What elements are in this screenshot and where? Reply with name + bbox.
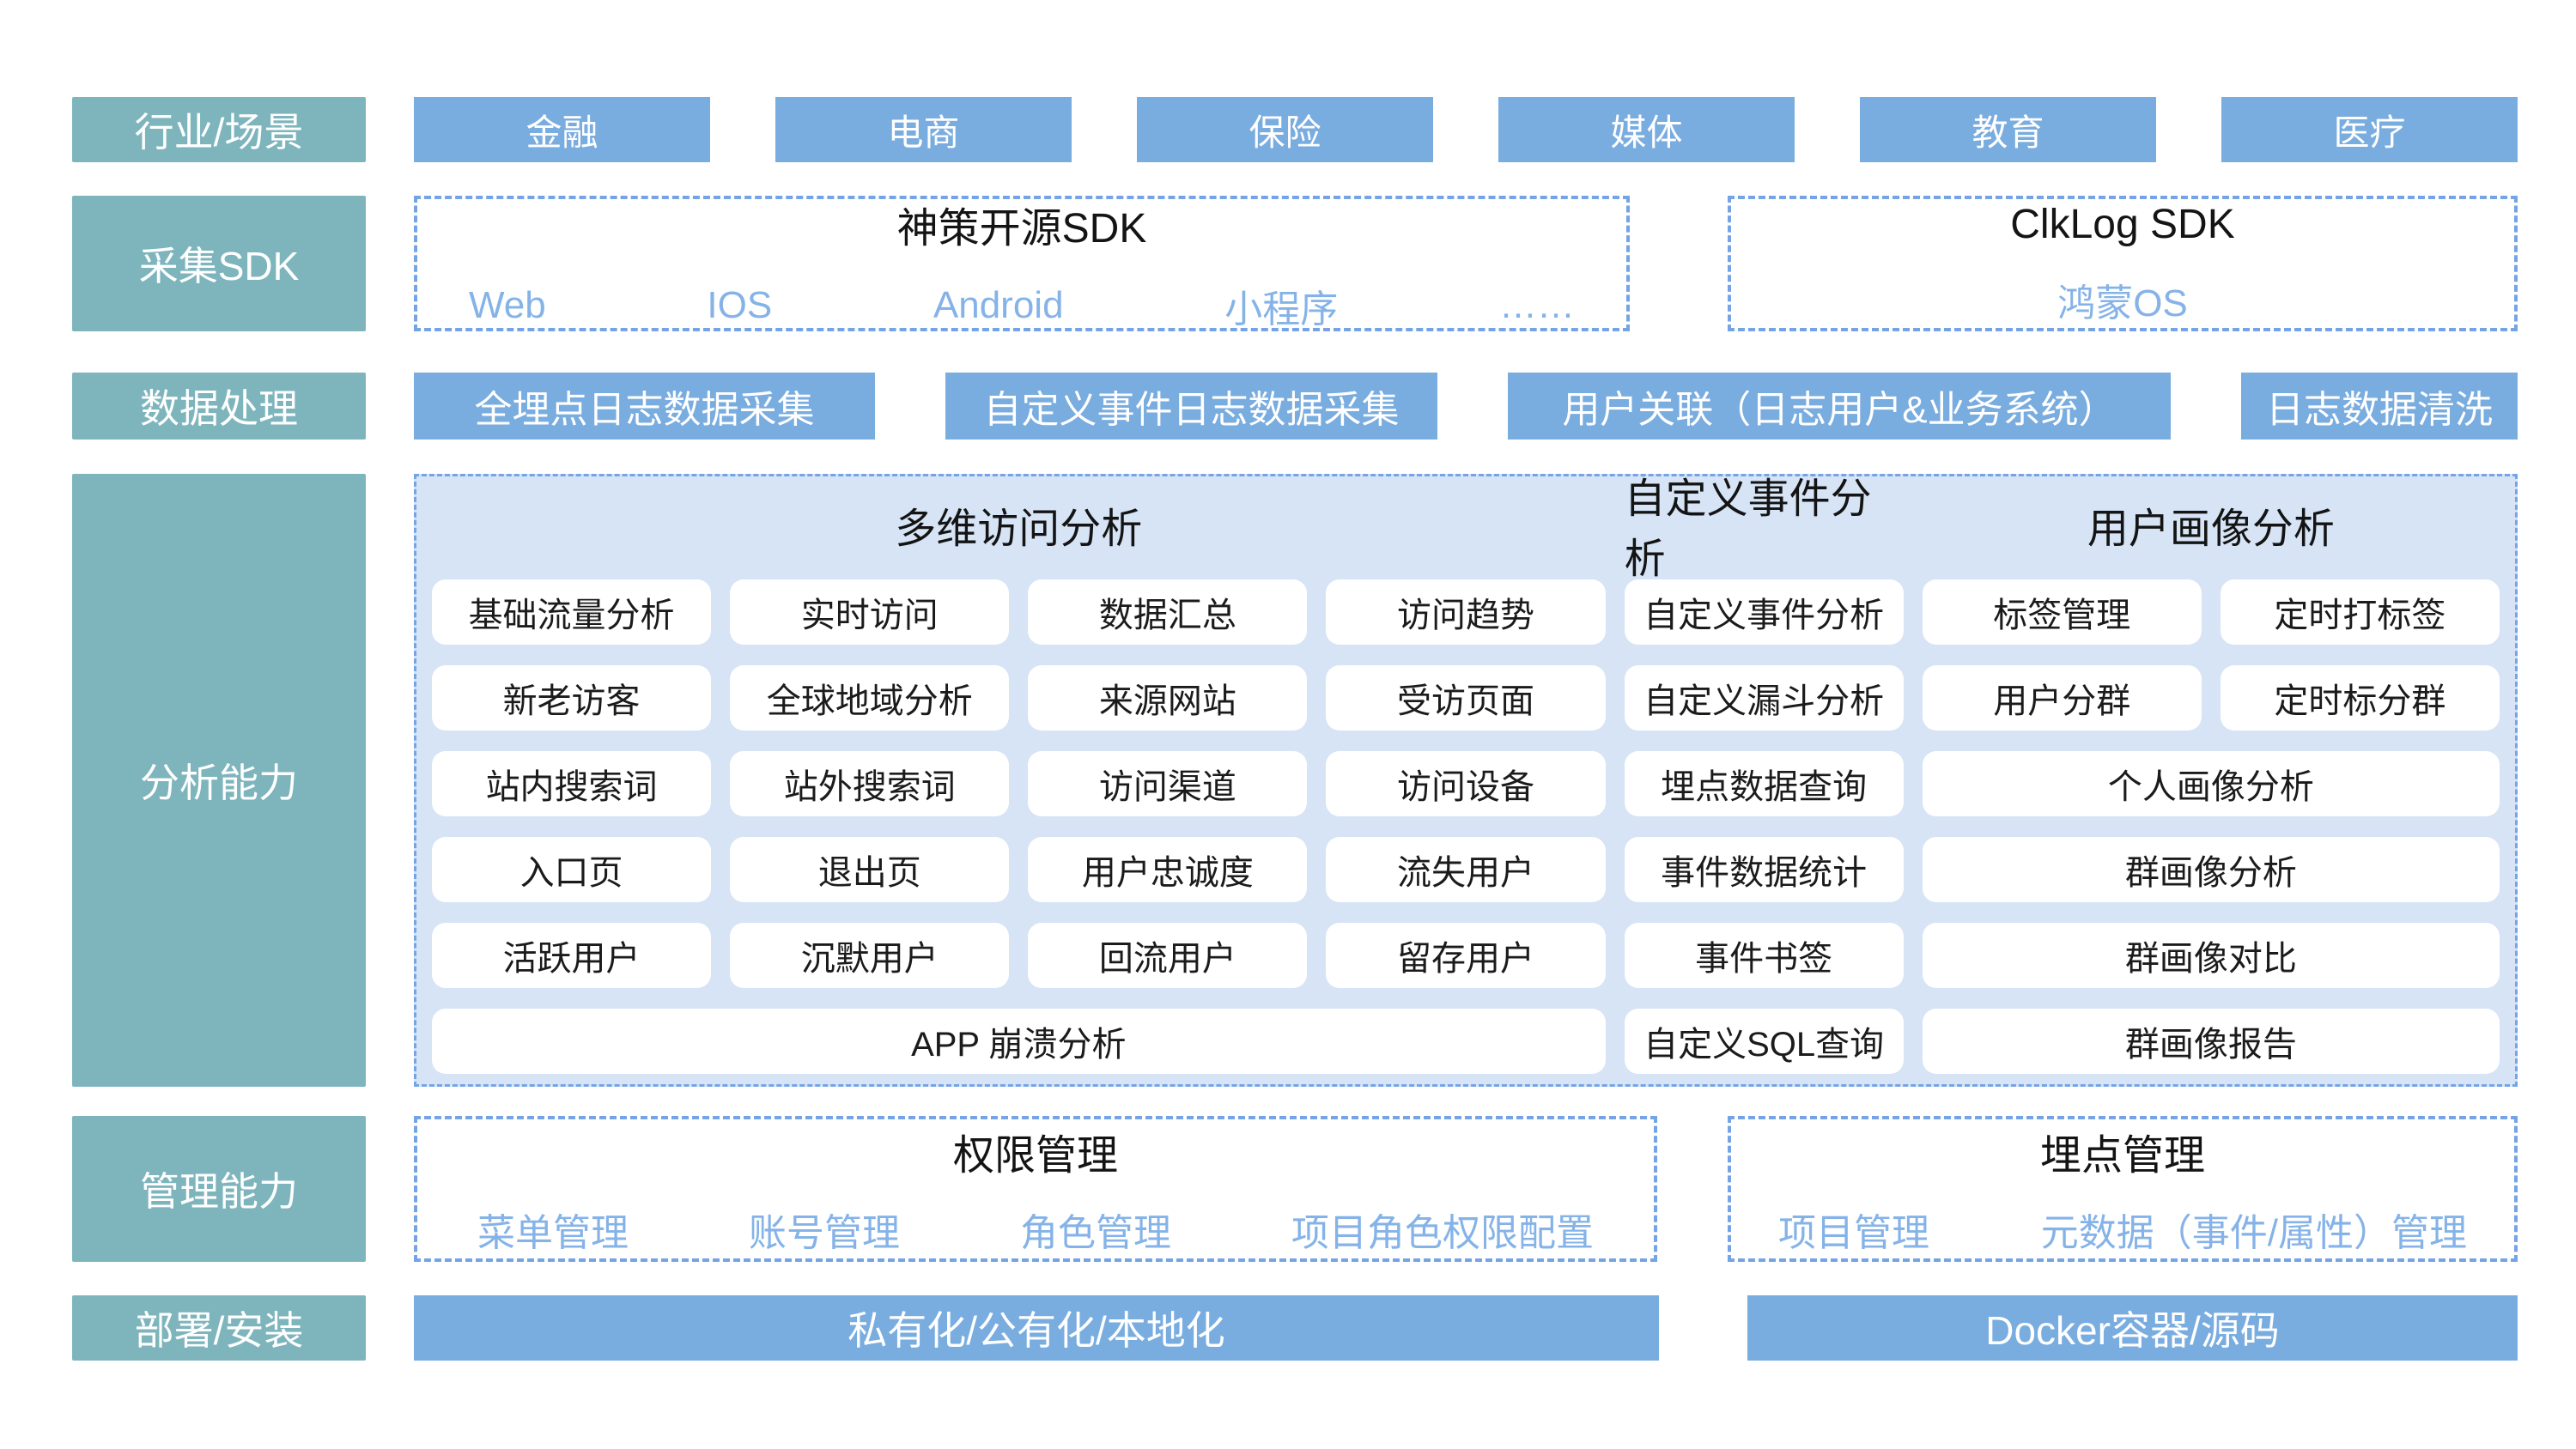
analysis-cell: 访问趋势 xyxy=(1326,579,1606,645)
sdk-platform-list: 鸿蒙OS xyxy=(1731,272,2514,327)
analysis-cell: 访问设备 xyxy=(1326,751,1606,816)
analysis-cell: 受访页面 xyxy=(1326,665,1606,731)
analysis-cell: 埋点数据查询 xyxy=(1624,751,1904,816)
sdk-platform: Web xyxy=(469,284,546,326)
management-item-list: 项目管理 元数据（事件/属性）管理 xyxy=(1731,1202,2514,1257)
processing-box: 日志数据清洗 xyxy=(2241,373,2518,440)
rail-label-analysis: 分析能力 xyxy=(72,474,366,1087)
sdk-platform: Android xyxy=(933,284,1064,326)
analysis-cell: 沉默用户 xyxy=(730,923,1010,988)
analysis-cell: 群画像报告 xyxy=(1922,1009,2500,1074)
deployment-row: 私有化/公有化/本地化 Docker容器/源码 xyxy=(414,1295,2518,1361)
management-item: 角色管理 xyxy=(1020,1212,1171,1254)
industry-box: 金融 xyxy=(414,97,710,162)
analysis-cell: 自定义漏斗分析 xyxy=(1624,665,1904,731)
industry-box: 医疗 xyxy=(2221,97,2518,162)
analysis-panel: 多维访问分析 自定义事件分析 用户画像分析 基础流量分析 实时访问 数据汇总 访… xyxy=(414,474,2518,1087)
sdk-platform: 鸿蒙OS xyxy=(2057,282,2188,324)
management-item: 元数据（事件/属性）管理 xyxy=(2040,1212,2467,1254)
sdk-platform: IOS xyxy=(707,284,773,326)
industry-box: 媒体 xyxy=(1498,97,1795,162)
management-box-title: 埋点管理 xyxy=(2039,1133,2205,1179)
analysis-section-header: 多维访问分析 xyxy=(895,506,1143,552)
management-item: 项目角色权限配置 xyxy=(1291,1212,1594,1254)
analysis-cell: 站内搜索词 xyxy=(432,751,712,816)
industry-box: 电商 xyxy=(775,97,1072,162)
analysis-section-header: 自定义事件分析 xyxy=(1624,476,1872,582)
analysis-grid: 多维访问分析 自定义事件分析 用户画像分析 基础流量分析 实时访问 数据汇总 访… xyxy=(432,476,2500,1074)
analysis-cell: 新老访客 xyxy=(432,665,712,731)
management-box-title: 权限管理 xyxy=(952,1133,1118,1179)
sdk-box-title: ClkLog SDK xyxy=(2010,201,2235,247)
analysis-cell: 退出页 xyxy=(730,837,1010,902)
analysis-cell: 实时访问 xyxy=(730,579,1010,645)
analysis-cell: 群画像分析 xyxy=(1922,837,2500,902)
analysis-cell: 数据汇总 xyxy=(1028,579,1308,645)
analysis-cell: 回流用户 xyxy=(1028,923,1308,988)
analysis-cell: 自定义SQL查询 xyxy=(1624,1009,1904,1074)
processing-box: 全埋点日志数据采集 xyxy=(414,373,875,440)
analysis-cell: 来源网站 xyxy=(1028,665,1308,731)
rail-label-management: 管理能力 xyxy=(72,1116,366,1262)
analysis-cell: 访问渠道 xyxy=(1028,751,1308,816)
industry-row: 金融 电商 保险 媒体 教育 医疗 xyxy=(414,97,2518,162)
analysis-cell: 留存用户 xyxy=(1326,923,1606,988)
processing-box: 用户关联（日志用户&业务系统） xyxy=(1508,373,2171,440)
deployment-box: 私有化/公有化/本地化 xyxy=(414,1295,1659,1361)
analysis-cell: 活跃用户 xyxy=(432,923,712,988)
sdk-platform: …… xyxy=(1498,284,1575,326)
industry-box: 教育 xyxy=(1860,97,2156,162)
analysis-cell: 定时打标签 xyxy=(2220,579,2500,645)
analysis-cell: 全球地域分析 xyxy=(730,665,1010,731)
processing-row: 全埋点日志数据采集 自定义事件日志数据采集 用户关联（日志用户&业务系统） 日志… xyxy=(414,373,2518,440)
management-row: 权限管理 菜单管理 账号管理 角色管理 项目角色权限配置 埋点管理 项目管理 元… xyxy=(414,1116,2518,1262)
rail-label-deployment: 部署/安装 xyxy=(72,1295,366,1361)
analysis-cell: 基础流量分析 xyxy=(432,579,712,645)
processing-box: 自定义事件日志数据采集 xyxy=(945,373,1437,440)
rail-label-processing: 数据处理 xyxy=(72,373,366,440)
rail-label-industry: 行业/场景 xyxy=(72,97,366,162)
sdk-box-clklog: ClkLog SDK 鸿蒙OS xyxy=(1728,196,2518,331)
sdk-platform-list: Web IOS Android 小程序 …… xyxy=(417,278,1626,333)
deployment-box: Docker容器/源码 xyxy=(1747,1295,2518,1361)
analysis-cell: 入口页 xyxy=(432,837,712,902)
analysis-cell: 事件书签 xyxy=(1624,923,1904,988)
analysis-cell: 事件数据统计 xyxy=(1624,837,1904,902)
management-item: 菜单管理 xyxy=(477,1212,629,1254)
analysis-cell: 站外搜索词 xyxy=(730,751,1010,816)
management-item-list: 菜单管理 账号管理 角色管理 项目角色权限配置 xyxy=(417,1202,1654,1257)
analysis-cell: 个人画像分析 xyxy=(1922,751,2500,816)
analysis-cell: 用户分群 xyxy=(1922,665,2202,731)
sdk-platform: 小程序 xyxy=(1224,288,1339,330)
management-item: 项目管理 xyxy=(1778,1212,1929,1254)
analysis-cell: 定时标分群 xyxy=(2220,665,2500,731)
management-item: 账号管理 xyxy=(749,1212,900,1254)
management-box-permissions: 权限管理 菜单管理 账号管理 角色管理 项目角色权限配置 xyxy=(414,1116,1657,1262)
analysis-cell: 标签管理 xyxy=(1922,579,2202,645)
management-box-tracking: 埋点管理 项目管理 元数据（事件/属性）管理 xyxy=(1728,1116,2518,1262)
analysis-cell: 群画像对比 xyxy=(1922,923,2500,988)
analysis-section-header: 用户画像分析 xyxy=(2087,506,2335,552)
sdk-row: 神策开源SDK Web IOS Android 小程序 …… ClkLog SD… xyxy=(414,196,2518,331)
analysis-cell: 自定义事件分析 xyxy=(1624,579,1904,645)
analysis-cell: APP 崩溃分析 xyxy=(432,1009,1606,1074)
analysis-cell: 用户忠诚度 xyxy=(1028,837,1308,902)
sdk-box-open-sdk: 神策开源SDK Web IOS Android 小程序 …… xyxy=(414,196,1630,331)
sdk-box-title: 神策开源SDK xyxy=(896,206,1147,252)
analysis-cell: 流失用户 xyxy=(1326,837,1606,902)
industry-box: 保险 xyxy=(1137,97,1433,162)
rail-label-sdk: 采集SDK xyxy=(72,196,366,331)
